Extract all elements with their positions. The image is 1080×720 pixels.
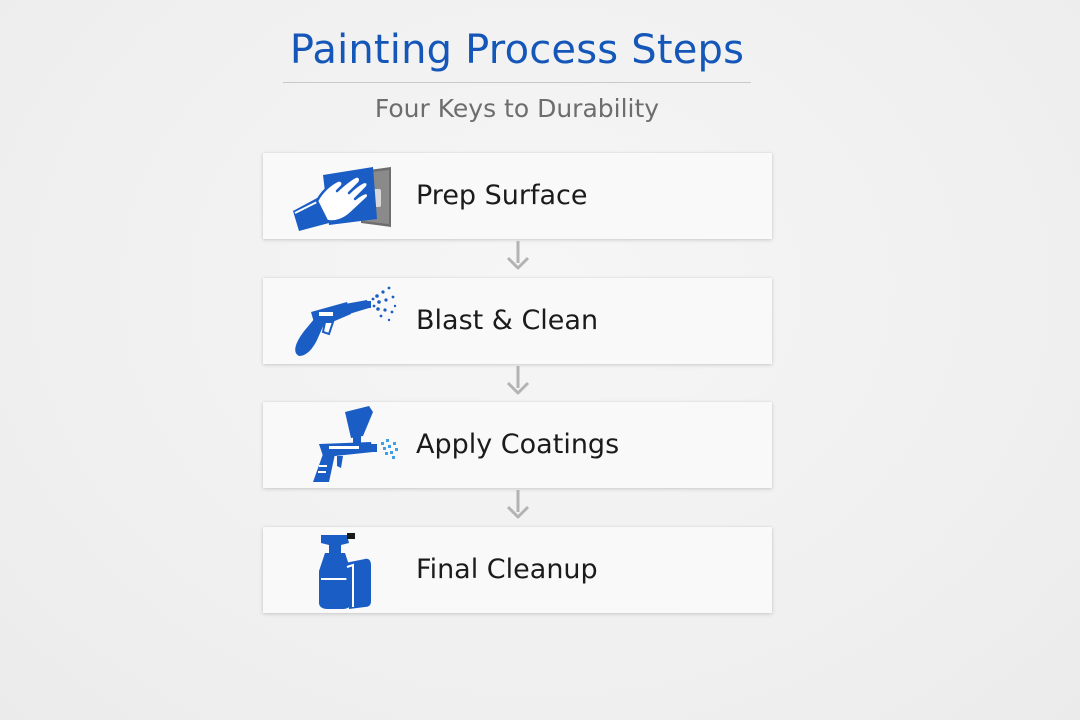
diagram-header: Painting Process Steps Four Keys to Dura… bbox=[283, 22, 751, 123]
diagram-subtitle: Four Keys to Durability bbox=[374, 94, 660, 123]
title-underline bbox=[283, 82, 751, 83]
step-label-prep-surface: Prep Surface bbox=[416, 180, 588, 211]
step-card-prep-surface: Prep Surface bbox=[263, 153, 772, 239]
flow-arrow-2 bbox=[505, 366, 531, 398]
spray-bottle-and-cloth-icon bbox=[289, 531, 399, 609]
diagram-title: Painting Process Steps bbox=[289, 27, 745, 73]
step-label-final-cleanup: Final Cleanup bbox=[416, 554, 598, 585]
hand-wiping-surface-icon bbox=[289, 157, 399, 235]
pressure-washer-spray-icon bbox=[289, 282, 399, 360]
step-label-apply-coatings: Apply Coatings bbox=[416, 429, 620, 460]
step-card-blast-clean: Blast & Clean bbox=[263, 278, 772, 364]
step-card-apply-coatings: Apply Coatings bbox=[263, 402, 772, 488]
step-card-final-cleanup: Final Cleanup bbox=[263, 527, 772, 613]
flow-arrow-3 bbox=[505, 490, 531, 522]
spray-paint-gun-icon bbox=[289, 406, 399, 484]
flow-arrow-1 bbox=[505, 241, 531, 273]
step-label-blast-clean: Blast & Clean bbox=[416, 305, 599, 336]
